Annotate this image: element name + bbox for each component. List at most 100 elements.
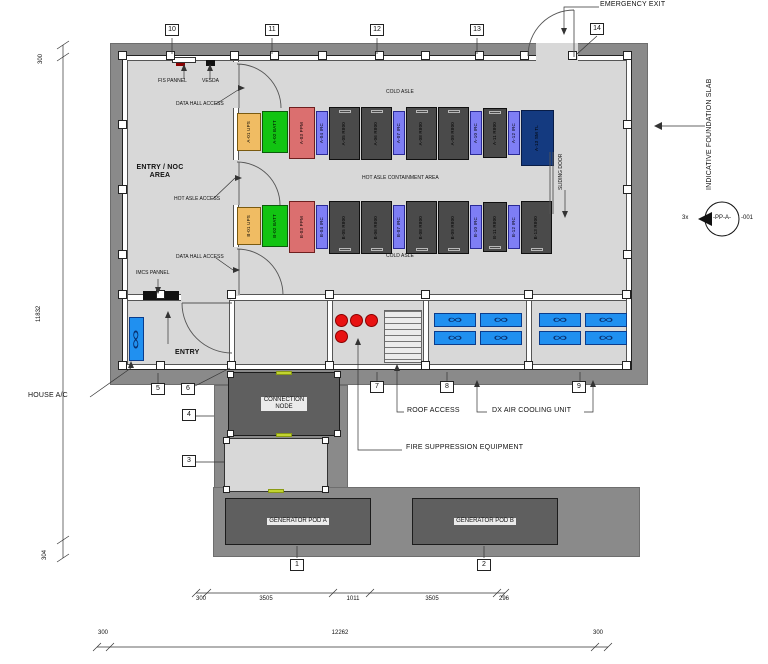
structural-column bbox=[325, 361, 334, 370]
entry-noc-line2: AREA bbox=[149, 172, 171, 180]
grid-marker-2: 2 bbox=[477, 559, 491, 571]
rack-b-08-r800: B-08 R800 bbox=[406, 201, 437, 254]
rack-label: B-07 IRC bbox=[395, 216, 401, 238]
vesda-label: VESDA bbox=[202, 78, 219, 84]
fan-icon: ∞ bbox=[493, 313, 509, 326]
grid-marker-6: 6 bbox=[181, 383, 195, 395]
fan-icon: ∞ bbox=[129, 328, 144, 350]
dx-fan-unit: ∞ bbox=[434, 313, 476, 327]
dx-fan-unit: ∞ bbox=[539, 313, 581, 327]
structural-column bbox=[520, 51, 529, 60]
fire-suppression-cylinder bbox=[335, 314, 348, 327]
service-connector bbox=[276, 371, 292, 375]
fis-panel-indicator bbox=[176, 63, 185, 66]
fan-icon: ∞ bbox=[598, 313, 614, 326]
structural-column bbox=[568, 51, 577, 60]
generator-pod-a-label: GENERATOR POD A bbox=[267, 518, 329, 525]
rack-b-09-r800: B-09 R800 bbox=[438, 201, 469, 254]
structural-column bbox=[118, 120, 127, 129]
rack-a-11-r800: A-11 R800 bbox=[483, 108, 507, 158]
rack-a-09-r800: A-09 R800 bbox=[438, 107, 469, 160]
rack-b-02-batt: B-02 BATT bbox=[262, 205, 288, 247]
entry-noc-line1: ENTRY / NOC bbox=[136, 164, 184, 171]
grid-marker-13: 13 bbox=[470, 24, 484, 36]
service-connector bbox=[268, 489, 284, 493]
dx-fan-unit: ∞ bbox=[585, 313, 627, 327]
marker-prefix: 3x bbox=[682, 215, 689, 221]
marker-suffix: -001 bbox=[741, 215, 754, 221]
rack-label: B-02 BATT bbox=[271, 214, 277, 238]
grid-marker-1: 1 bbox=[290, 559, 304, 571]
door-gap-upper bbox=[232, 62, 240, 108]
house-ac-unit: ∞ bbox=[129, 317, 144, 361]
corner-post bbox=[223, 437, 230, 444]
rack-a-02-batt: A-02 BATT bbox=[262, 111, 288, 153]
dx-fan-unit: ∞ bbox=[539, 331, 581, 345]
structural-column bbox=[156, 361, 165, 370]
structural-column bbox=[118, 361, 127, 370]
fan-icon: ∞ bbox=[447, 331, 463, 344]
rack-b-07-irc: B-07 IRC bbox=[393, 205, 405, 249]
door-gap-lower bbox=[232, 247, 240, 296]
structural-column bbox=[227, 290, 236, 299]
structural-column bbox=[475, 51, 484, 60]
structural-column bbox=[230, 51, 239, 60]
rack-label: B-05 R800 bbox=[341, 215, 347, 240]
connection-node: CONNECTION NODE bbox=[227, 371, 341, 437]
generator-pod-a: GENERATOR POD A bbox=[225, 498, 371, 545]
connection-node-label: CONNECTION NODE bbox=[261, 397, 307, 411]
grid-marker-7: 7 bbox=[370, 381, 384, 393]
structural-column bbox=[622, 290, 631, 299]
fan-icon: ∞ bbox=[493, 331, 509, 344]
structural-column bbox=[622, 361, 631, 370]
rack-b-03-ppm: B-03 PPM bbox=[289, 201, 315, 253]
rack-a-05-r800: A-05 R800 bbox=[329, 107, 360, 160]
structural-column bbox=[270, 51, 279, 60]
data-hall-access-upper-label: DATA HALL ACCESS bbox=[176, 101, 224, 107]
grid-marker-14: 14 bbox=[590, 23, 604, 35]
rack-label: B-12 IRC bbox=[510, 216, 516, 238]
hot-asle-access-label: HOT ASLE ACCESS bbox=[174, 196, 221, 202]
corner-post bbox=[334, 430, 341, 437]
rack-label: A-03 PPM bbox=[298, 121, 304, 145]
rack-b-06-r800: B-06 R800 bbox=[361, 201, 392, 254]
vesda-unit bbox=[206, 60, 215, 66]
rack-label: A-08 R800 bbox=[418, 121, 424, 146]
grid-marker-4: 4 bbox=[182, 409, 196, 421]
grid-marker-11: 11 bbox=[265, 24, 279, 36]
roof-access-label: ROOF ACCESS bbox=[407, 407, 460, 414]
structural-column bbox=[623, 250, 632, 259]
structural-column bbox=[623, 185, 632, 194]
rack-a-13-sm-tl: A-13 SM TL bbox=[521, 110, 554, 166]
rack-b-04-irc: B-04 IRC bbox=[316, 205, 328, 249]
rack-a-03-ppm: A-03 PPM bbox=[289, 107, 315, 159]
structural-column bbox=[623, 120, 632, 129]
rack-a-04-irc: A-04 IRC bbox=[316, 111, 328, 155]
door-gap-middle bbox=[232, 160, 240, 205]
fire-suppression-cylinder bbox=[335, 330, 348, 343]
rack-b-10-irc: B-10 IRC bbox=[470, 205, 482, 249]
grid-marker-5: 5 bbox=[151, 383, 165, 395]
dim-inner-3: 1011 bbox=[346, 596, 360, 602]
fire-suppression-label: FIRE SUPPRESSION EQUIPMENT bbox=[406, 444, 524, 451]
rack-label: A-09 R800 bbox=[450, 121, 456, 146]
grid-marker-10: 10 bbox=[165, 24, 179, 36]
dim-left-bottom: 304 bbox=[42, 549, 48, 560]
entry-label: ENTRY bbox=[175, 349, 200, 356]
annex-room bbox=[223, 437, 329, 493]
rack-label: A-05 R800 bbox=[341, 121, 347, 146]
grid-marker-3: 3 bbox=[182, 455, 196, 467]
generator-pod-b: GENERATOR POD B bbox=[412, 498, 558, 545]
rack-label: A-07 IRC bbox=[395, 122, 401, 144]
corridor-wall-2 bbox=[327, 300, 333, 364]
corridor-wall-1 bbox=[229, 300, 235, 364]
data-hall-access-lower-label: DATA HALL ACCESS bbox=[176, 254, 224, 260]
roof-access-stairs bbox=[384, 310, 422, 363]
dim-inner-4: 3505 bbox=[425, 596, 439, 602]
fire-suppression-cylinder bbox=[365, 314, 378, 327]
dx-fan-unit: ∞ bbox=[480, 313, 522, 327]
imcs-pannel-label: IMCS PANNEL bbox=[136, 270, 170, 276]
